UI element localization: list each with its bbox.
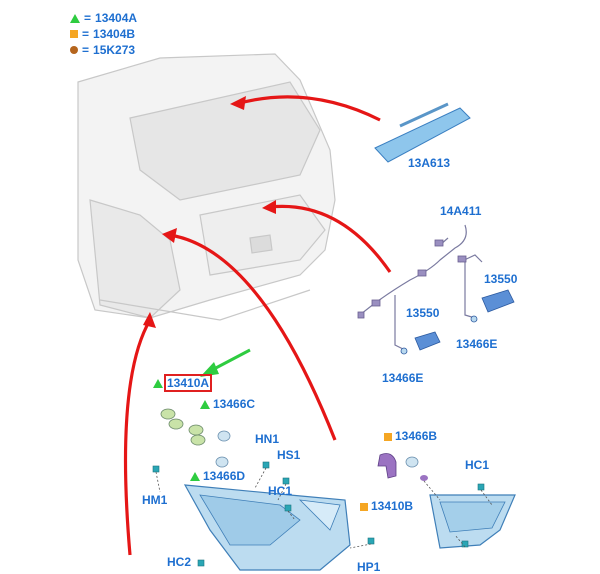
- legend-item-13404b: = 13404B: [70, 26, 137, 42]
- triangle-icon: [70, 13, 80, 23]
- label-bulb-c: 13466C: [200, 397, 255, 411]
- label-plate-bulb-left: 13466E: [382, 371, 424, 385]
- part-code: 13410B: [371, 499, 414, 513]
- label-hc1-right: HC1: [465, 458, 490, 472]
- legend-code: 13404B: [93, 27, 136, 41]
- green-indicator-arrow: [200, 348, 251, 377]
- label-harness: 14A411: [440, 204, 482, 218]
- label-hp1: HP1: [357, 560, 381, 574]
- wiring-harness: [359, 224, 483, 351]
- bulb-parts: [215, 430, 419, 468]
- legend: = 13404A = 13404B = 15K273: [70, 10, 137, 58]
- harness-connectors: [357, 239, 467, 319]
- part-code: 13466D: [203, 469, 246, 483]
- legend-code: 13404A: [95, 11, 138, 25]
- legend-eq: =: [82, 27, 90, 41]
- label-plate-bulb-right: 13466E: [456, 337, 498, 351]
- label-hs1: HS1: [277, 448, 301, 462]
- label-hm1: HM1: [142, 493, 168, 507]
- left-tail-lamp: [183, 484, 351, 571]
- square-icon: [384, 432, 392, 441]
- stop-lamp-part: [374, 102, 471, 163]
- right-socket-part: [377, 453, 428, 481]
- vehicle-rear-outline: [77, 53, 336, 321]
- label-plate-lamp-left: 13550: [406, 306, 440, 320]
- triangle-icon: [190, 472, 200, 482]
- triangle-icon: [200, 400, 210, 410]
- license-lamp-parts: [400, 289, 515, 355]
- label-stop-lamp: 13A613: [408, 156, 451, 170]
- legend-eq: =: [82, 43, 90, 57]
- triangle-icon: [153, 379, 163, 389]
- legend-item-15k273: = 15K273: [70, 42, 137, 58]
- right-tail-lamp: [429, 494, 516, 549]
- leader-lines: [155, 467, 493, 549]
- label-bulb-d: 13466D: [190, 469, 245, 483]
- square-icon: [360, 502, 368, 511]
- label-plate-lamp-right: 13550: [484, 272, 518, 286]
- bulb-sockets: [160, 408, 206, 446]
- callout-arrows: [123, 95, 392, 556]
- arrowheads: [143, 96, 276, 328]
- part-code: 13466B: [395, 429, 438, 443]
- legend-code: 15K273: [93, 43, 136, 57]
- label-hc1-left: HC1: [268, 484, 293, 498]
- label-socket-main: 13410A: [153, 374, 213, 392]
- legend-item-13404a: = 13404A: [70, 10, 137, 26]
- square-icon: [70, 30, 78, 38]
- circle-icon: [70, 46, 78, 54]
- legend-eq: =: [84, 11, 92, 25]
- label-bulb-b: 13466B: [384, 429, 437, 443]
- label-hn1: HN1: [255, 432, 280, 446]
- label-hc2: HC2: [167, 555, 192, 569]
- highlighted-part-code: 13410A: [163, 374, 213, 392]
- label-socket-b: 13410B: [360, 499, 413, 513]
- part-code: 13466C: [213, 397, 256, 411]
